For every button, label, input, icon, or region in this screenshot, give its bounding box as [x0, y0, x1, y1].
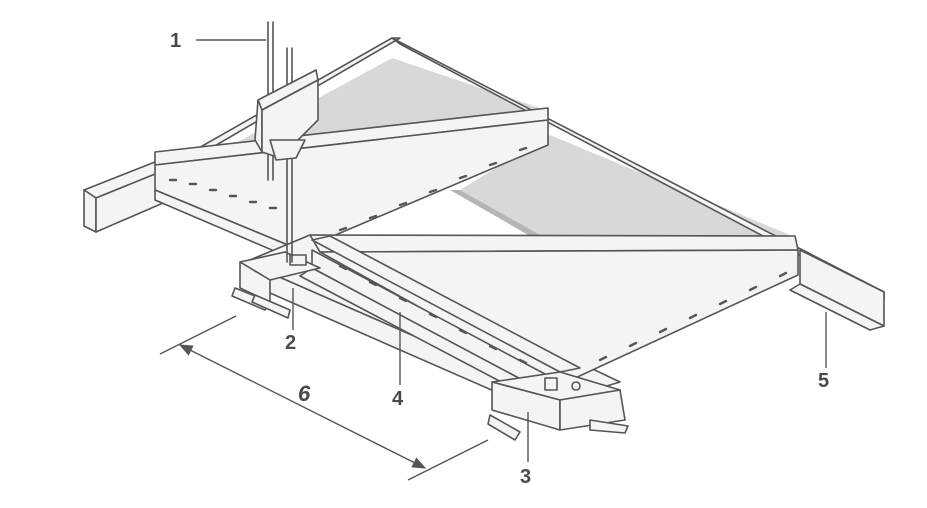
dimension-extension-left: [159, 315, 237, 355]
callout-2: 2: [285, 332, 297, 354]
dimension-extension-right: [407, 439, 489, 481]
callout-4: 4: [392, 388, 404, 410]
dimension-line: [159, 315, 489, 481]
callout-5: 5: [818, 370, 830, 392]
dimension-arrow: [178, 344, 427, 469]
callout-1: 1: [170, 30, 182, 52]
hanger-clip-junction: [231, 251, 321, 319]
runner-splice: [487, 371, 629, 441]
callout-3: 3: [520, 466, 532, 488]
slot-pattern: [168, 146, 788, 365]
suspension-hanger: [254, 21, 319, 263]
dimension-label: 6: [298, 381, 311, 406]
main-runner-back: [154, 107, 549, 263]
